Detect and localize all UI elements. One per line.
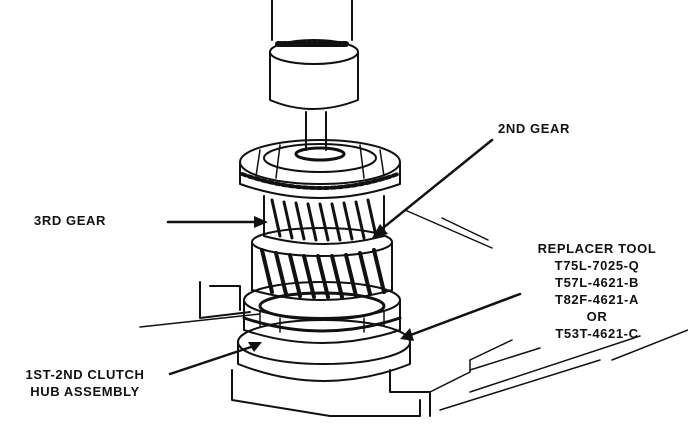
leader-lines xyxy=(166,138,522,376)
arrow-second-gear xyxy=(372,224,388,238)
label-2nd-gear: 2ND GEAR xyxy=(498,121,570,136)
clutch-hub-line-2: HUB ASSEMBLY xyxy=(30,384,140,399)
label-3rd-gear: 3RD GEAR xyxy=(34,213,106,228)
second-gear-cone xyxy=(239,139,401,199)
press-ram xyxy=(269,0,359,151)
replacer-tool-part-2: T57L-4621-B xyxy=(555,275,639,290)
arrow-clutch-hub xyxy=(248,342,262,352)
replacer-tool-part-3: T82F-4621-A xyxy=(555,292,639,307)
replacer-tool-part-4: T53T-4621-C xyxy=(555,326,639,341)
replacer-tool-cup xyxy=(237,319,411,382)
clutch-hub-rings xyxy=(242,281,402,344)
arrow-third-gear xyxy=(254,216,268,228)
clutch-hub-line-1: 1ST-2ND CLUTCH xyxy=(25,367,145,382)
arrow-replacer-tool xyxy=(400,328,414,341)
press-base xyxy=(199,281,471,417)
label-replacer-tool: REPLACER TOOL T75L-7025-Q T57L-4621-B T8… xyxy=(512,240,682,342)
replacer-tool-part-1: T75L-7025-Q xyxy=(554,258,640,273)
background-lines xyxy=(139,209,688,411)
replacer-tool-title: REPLACER TOOL xyxy=(537,241,657,256)
third-gear-teeth xyxy=(263,195,385,245)
label-clutch-hub: 1ST-2ND CLUTCH HUB ASSEMBLY xyxy=(0,366,170,400)
second-gear-teeth xyxy=(251,227,393,301)
replacer-tool-or: OR xyxy=(586,309,608,324)
